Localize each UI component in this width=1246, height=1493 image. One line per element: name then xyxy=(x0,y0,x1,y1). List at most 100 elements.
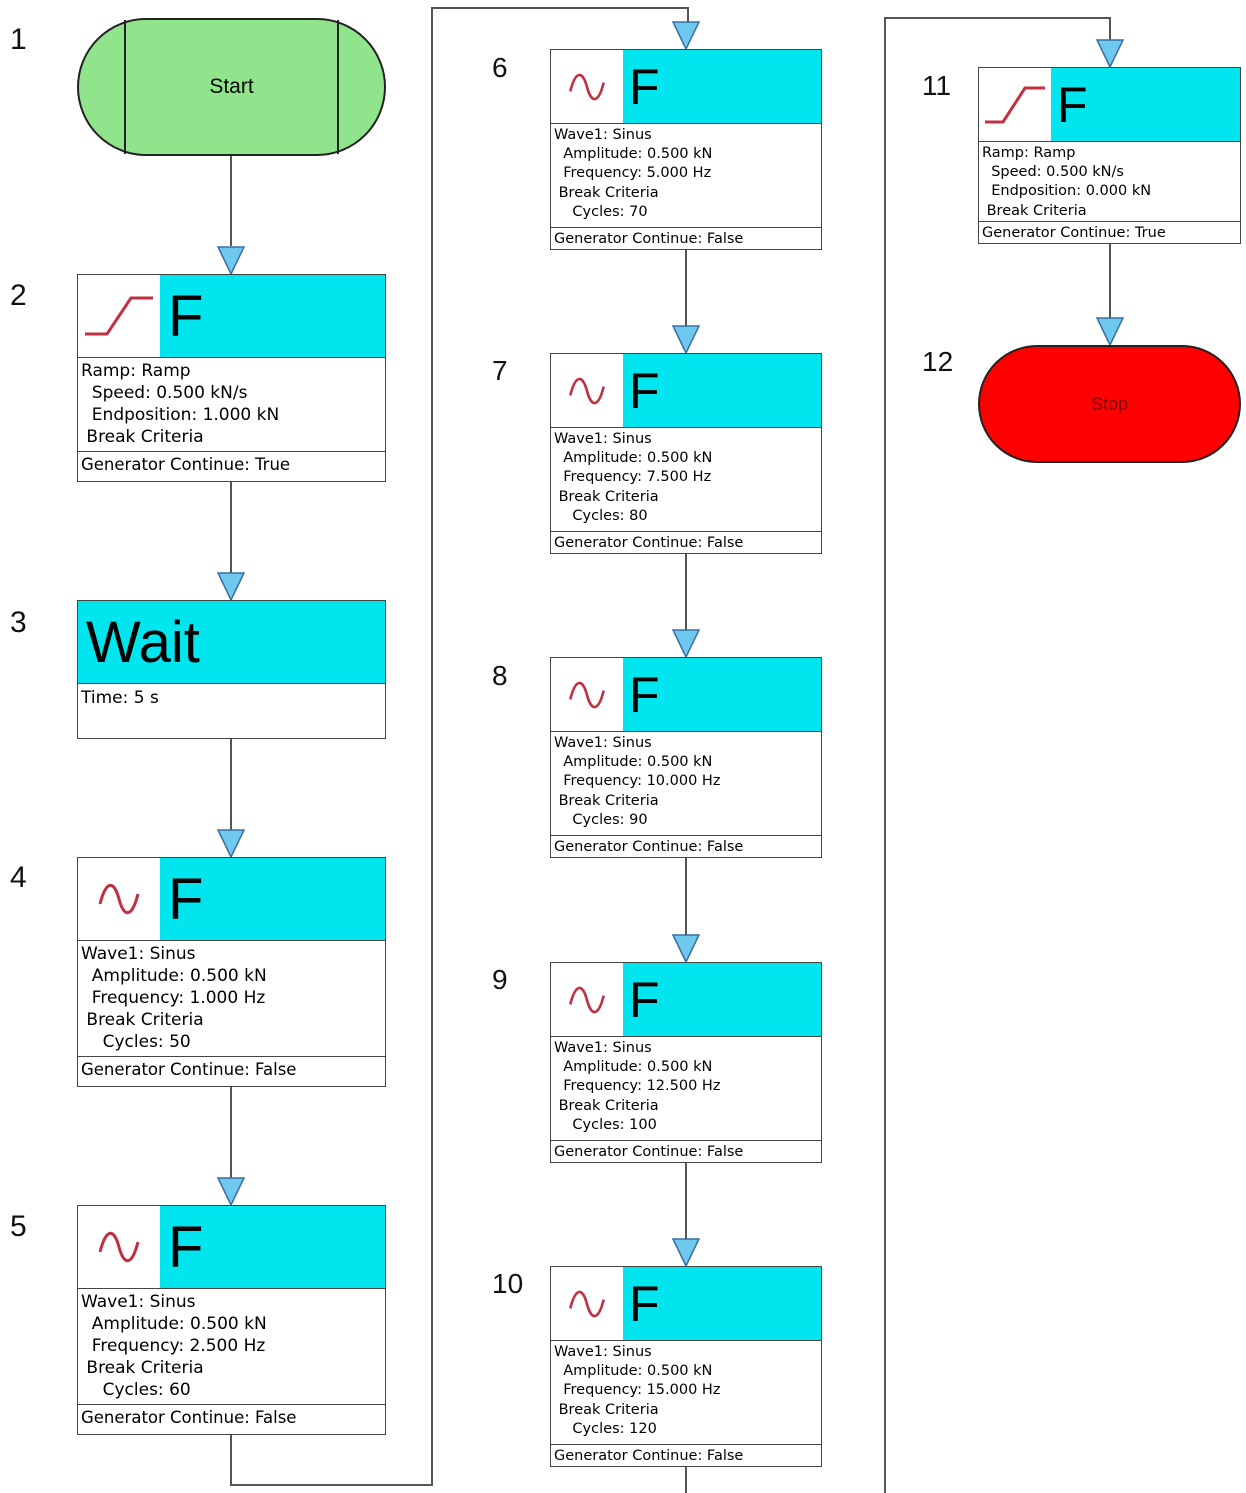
arrowhead xyxy=(671,325,701,355)
start-terminal[interactable]: Start xyxy=(77,18,386,156)
arrowhead xyxy=(671,629,701,659)
param-line: Break Criteria xyxy=(81,1010,204,1030)
param-line: Break Criteria xyxy=(554,792,659,809)
param-line: Wave1: Sinus xyxy=(554,735,652,751)
param-line: Wave1: Sinus xyxy=(554,1040,652,1056)
param-line: Endposition: 0.000 kN xyxy=(982,183,1152,200)
stop-label: Stop xyxy=(1090,393,1129,414)
param-line: Frequency: 15.000 Hz xyxy=(554,1382,721,1399)
param-line: Break Criteria xyxy=(554,1097,659,1114)
step-block-2[interactable]: F Ramp: Ramp Speed: 0.500 kN/s Endpositi… xyxy=(77,274,386,482)
param-line: Amplitude: 0.500 kN xyxy=(554,754,713,771)
connector-line xyxy=(230,7,689,1486)
param-line: Time: 5 s xyxy=(81,688,159,708)
sine-wave-icon xyxy=(551,963,623,1036)
step-block-3[interactable]: Wait Time: 5 s xyxy=(77,600,386,739)
block-header: F xyxy=(623,354,821,427)
step-block-6[interactable]: F Wave1: Sinus Amplitude: 0.500 kN Frequ… xyxy=(550,49,822,250)
param-line: Ramp: Ramp xyxy=(81,361,191,381)
param-line: Break Criteria xyxy=(81,427,204,447)
start-label: Start xyxy=(209,75,254,98)
step-block-11[interactable]: F Ramp: Ramp Speed: 0.500 kN/s Endpositi… xyxy=(978,67,1241,244)
param-line: Cycles: 50 xyxy=(81,1032,191,1052)
param-line: Break Criteria xyxy=(982,202,1087,219)
param-line: Cycles: 70 xyxy=(554,203,648,220)
arrowhead xyxy=(671,21,701,51)
param-line: Break Criteria xyxy=(554,488,659,505)
param-line: Wave1: Sinus xyxy=(554,127,652,143)
generator-continue: Generator Continue: True xyxy=(979,221,1240,244)
param-line: Frequency: 5.000 Hz xyxy=(554,165,712,182)
step-block-7[interactable]: F Wave1: Sinus Amplitude: 0.500 kN Frequ… xyxy=(550,353,822,554)
param-line: Break Criteria xyxy=(554,1401,659,1418)
block-header: F xyxy=(160,858,385,940)
param-line: Speed: 0.500 kN/s xyxy=(982,164,1124,181)
arrowhead xyxy=(671,1238,701,1268)
param-line: Frequency: 10.000 Hz xyxy=(554,773,721,790)
step-number-12: 12 xyxy=(922,346,954,377)
sine-wave-icon xyxy=(551,50,623,123)
param-line: Cycles: 80 xyxy=(554,507,648,524)
generator-continue: Generator Continue: True xyxy=(78,451,385,478)
arrowhead xyxy=(216,572,246,602)
step-number-11: 11 xyxy=(922,70,952,101)
generator-continue: Generator Continue: False xyxy=(78,1404,385,1431)
param-line: Amplitude: 0.500 kN xyxy=(554,1059,713,1076)
param-line: Break Criteria xyxy=(554,184,659,201)
block-header: F xyxy=(160,1206,385,1288)
param-line: Frequency: 12.500 Hz xyxy=(554,1078,721,1095)
step-number-7: 7 xyxy=(492,355,508,386)
block-header: F xyxy=(623,1267,821,1340)
param-line: Amplitude: 0.500 kN xyxy=(81,966,267,986)
param-line: Wave1: Sinus xyxy=(554,431,652,447)
sine-wave-icon xyxy=(551,354,623,427)
param-line: Frequency: 7.500 Hz xyxy=(554,469,712,486)
sine-wave-icon xyxy=(551,658,623,731)
arrowhead xyxy=(216,1177,246,1207)
param-line: Cycles: 100 xyxy=(554,1116,657,1133)
block-header: F xyxy=(623,658,821,731)
stop-terminal[interactable]: Stop xyxy=(978,345,1241,463)
step-block-4[interactable]: F Wave1: Sinus Amplitude: 0.500 kN Frequ… xyxy=(77,857,386,1087)
arrowhead xyxy=(1095,39,1125,69)
param-line: Frequency: 2.500 Hz xyxy=(81,1336,266,1356)
step-block-5[interactable]: F Wave1: Sinus Amplitude: 0.500 kN Frequ… xyxy=(77,1205,386,1435)
generator-continue: Generator Continue: False xyxy=(551,1444,821,1467)
param-line: Break Criteria xyxy=(81,1358,204,1378)
sine-wave-icon xyxy=(78,1206,160,1288)
ramp-icon xyxy=(78,275,160,357)
step-number-2: 2 xyxy=(10,279,27,312)
step-block-9[interactable]: F Wave1: Sinus Amplitude: 0.500 kN Frequ… xyxy=(550,962,822,1163)
step-number-9: 9 xyxy=(492,964,508,995)
param-line: Cycles: 90 xyxy=(554,811,648,828)
block-header: F xyxy=(623,963,821,1036)
param-line: Wave1: Sinus xyxy=(554,1344,652,1360)
block-header: F xyxy=(1051,68,1240,141)
generator-continue: Generator Continue: False xyxy=(551,1140,821,1163)
param-line: Amplitude: 0.500 kN xyxy=(554,450,713,467)
ramp-icon xyxy=(979,68,1051,141)
step-block-10[interactable]: F Wave1: Sinus Amplitude: 0.500 kN Frequ… xyxy=(550,1266,822,1467)
generator-continue: Generator Continue: False xyxy=(551,531,821,554)
block-header: F xyxy=(160,275,385,357)
step-block-8[interactable]: F Wave1: Sinus Amplitude: 0.500 kN Frequ… xyxy=(550,657,822,858)
block-header: F xyxy=(623,50,821,123)
arrowhead xyxy=(1095,317,1125,347)
param-line: Frequency: 1.000 Hz xyxy=(81,988,266,1008)
param-line: Speed: 0.500 kN/s xyxy=(81,383,248,403)
step-number-5: 5 xyxy=(10,1210,27,1243)
generator-continue: Generator Continue: False xyxy=(551,835,821,858)
generator-continue: Generator Continue: False xyxy=(78,1056,385,1083)
step-number-4: 4 xyxy=(10,861,27,894)
step-number-10: 10 xyxy=(492,1268,524,1299)
arrowhead xyxy=(671,934,701,964)
step-number-8: 8 xyxy=(492,660,508,691)
arrowhead xyxy=(216,246,246,276)
param-line: Wave1: Sinus xyxy=(81,944,196,964)
param-line: Ramp: Ramp xyxy=(982,145,1076,161)
param-line: Amplitude: 0.500 kN xyxy=(554,1363,713,1380)
param-line: Endposition: 1.000 kN xyxy=(81,405,280,425)
step-number-6: 6 xyxy=(492,52,508,83)
